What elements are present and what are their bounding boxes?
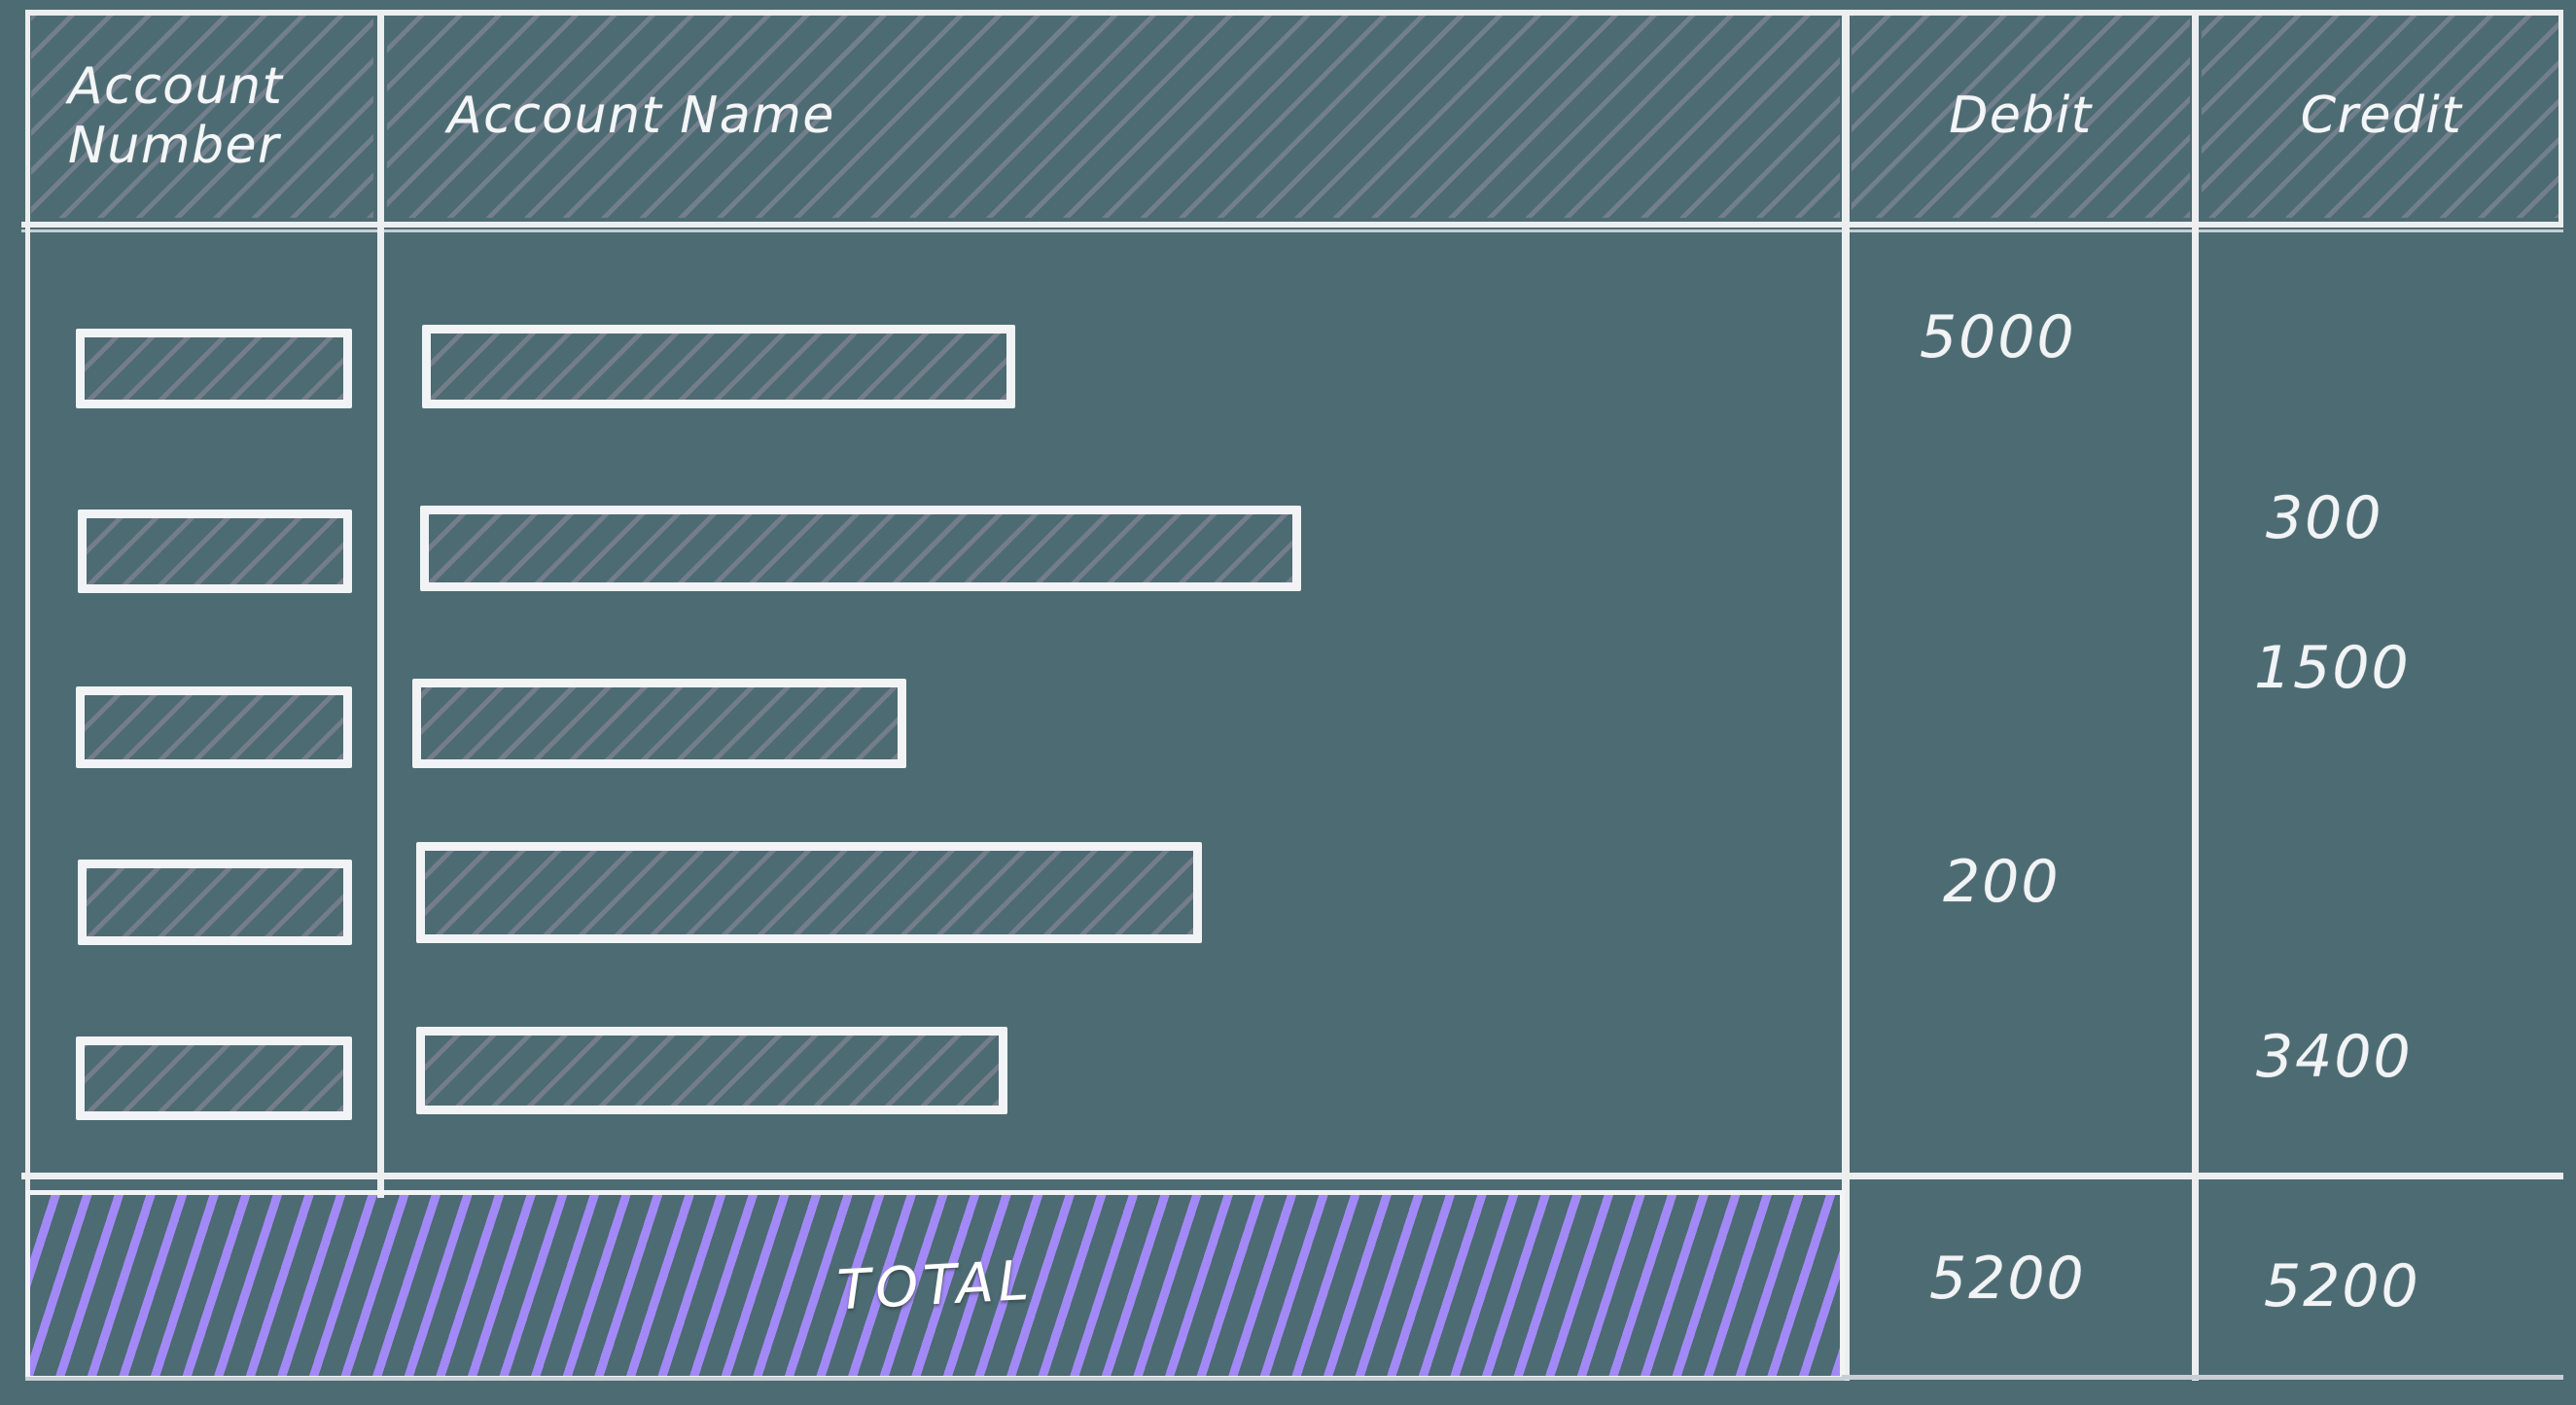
- column-header-debit-label: Debit: [1949, 87, 2093, 146]
- total-band-bottom-shadow: [25, 1377, 1845, 1381]
- account-name-placeholder-row-2[interactable]: [420, 506, 1301, 591]
- table-top-border: [25, 10, 2563, 16]
- column-header-account-number-label: Account Number: [68, 56, 284, 175]
- divider-debit-credit: [2192, 10, 2199, 1381]
- column-header-credit-label: Credit: [2300, 87, 2463, 146]
- divider-name-debit: [1842, 10, 1850, 1381]
- debit-amount-row-4: 200: [1943, 848, 2061, 916]
- total-credit-amount: 5200: [2264, 1252, 2420, 1320]
- account-name-placeholder-row-5[interactable]: [416, 1027, 1007, 1114]
- total-row-top-border: [21, 1173, 2563, 1179]
- total-row-highlight: TOTAL: [25, 1190, 1845, 1381]
- column-header-account-name: Account Name: [447, 14, 1809, 220]
- divider-left-edge: [25, 10, 30, 1198]
- credit-amount-row-3: 1500: [2254, 634, 2411, 702]
- account-name-placeholder-row-4[interactable]: [416, 842, 1202, 943]
- header-bottom-border-shadow: [21, 229, 2563, 232]
- account-number-placeholder-row-1[interactable]: [76, 329, 352, 408]
- header-fill-account-name: [387, 16, 1840, 218]
- account-name-placeholder-row-1[interactable]: [422, 325, 1015, 408]
- column-header-account-name-label: Account Name: [447, 87, 835, 146]
- column-header-account-number: Account Number: [68, 14, 360, 220]
- credit-amount-row-5: 3400: [2256, 1023, 2413, 1091]
- account-number-placeholder-row-2[interactable]: [78, 509, 352, 593]
- account-number-placeholder-row-3[interactable]: [76, 686, 352, 768]
- account-name-placeholder-row-3[interactable]: [412, 679, 906, 768]
- header-fill-debit: [1852, 16, 2190, 218]
- header-fill-credit: [2202, 16, 2561, 218]
- account-number-placeholder-row-5[interactable]: [76, 1036, 352, 1120]
- account-number-placeholder-row-4[interactable]: [78, 860, 352, 945]
- header-bottom-border: [21, 222, 2563, 228]
- debit-amount-row-1: 5000: [1920, 303, 2076, 371]
- divider-right-edge: [2558, 10, 2563, 224]
- column-header-credit: Credit: [2202, 14, 2561, 220]
- header-fill-account-number: [31, 16, 373, 218]
- column-header-debit: Debit: [1852, 14, 2190, 220]
- total-label: TOTAL: [834, 1248, 1035, 1322]
- total-debit-amount: 5200: [1929, 1245, 2086, 1313]
- credit-amount-row-2: 300: [2266, 484, 2383, 552]
- total-row-bottom-border: [1842, 1375, 2563, 1380]
- divider-account-number-name: [377, 10, 384, 1198]
